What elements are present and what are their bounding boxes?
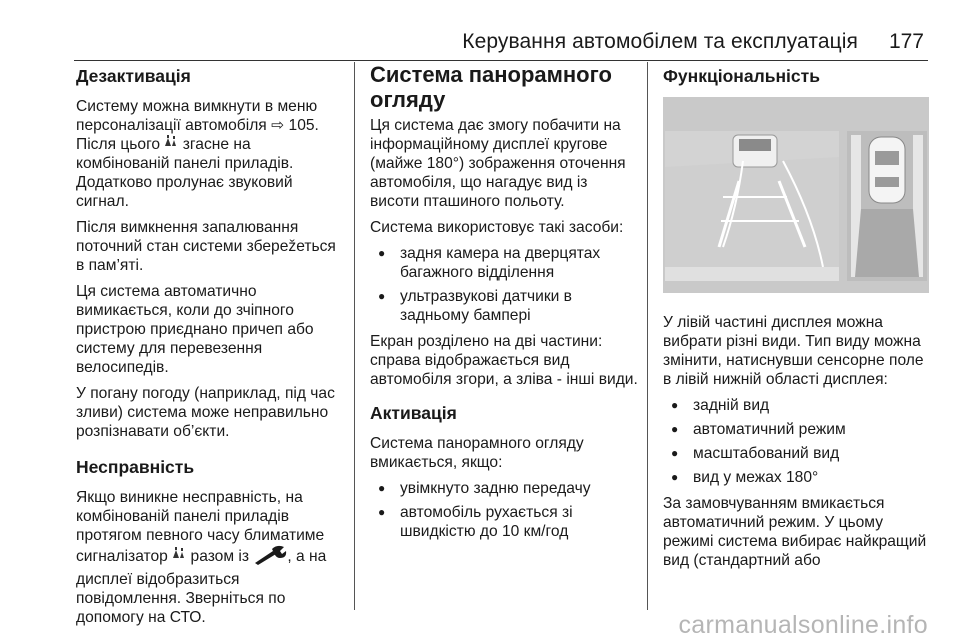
parking-sensor-icon [164, 135, 178, 154]
list-item: автоматичний режим [663, 420, 931, 439]
panoramic-view-illustration [663, 97, 929, 293]
column-3: Функціональність [663, 62, 931, 577]
header-title: Керування автомобілем та експлуатація [462, 30, 858, 53]
fault-heading: Несправність [76, 457, 195, 477]
paragraph-text: Якщо виникне несправність, на комбінован… [76, 489, 325, 565]
page-reference[interactable]: 105. [288, 117, 319, 134]
paragraph-text: Після цього [76, 136, 161, 153]
paragraph: Система панорамного огляду вмикається, я… [370, 435, 584, 471]
column-divider [647, 62, 648, 610]
list-item: вид у межах 180° [663, 468, 931, 487]
paragraph: Якщо виникне несправність, на комбінован… [76, 488, 348, 627]
watermark: carmanualsonline.info [678, 611, 928, 639]
paragraph: У лівій частині дисплея можна вибрати рі… [663, 314, 924, 388]
wrench-icon [253, 545, 287, 570]
paragraph: Екран розділено на дві частини: справа в… [370, 333, 638, 388]
bullet-list: задня камера на дверцятах багажного відд… [370, 244, 640, 325]
paragraph-text: разом із [190, 548, 250, 565]
parking-sensor-icon [172, 547, 186, 566]
functionality-heading: Функціональність [663, 66, 820, 86]
column-divider [354, 62, 355, 610]
bullet-list: увімкнуто задню передачу автомобіль руха… [370, 479, 640, 541]
paragraph-text: , а на дисплеї відобразиться повідомленн… [76, 548, 327, 626]
ref-arrow-icon: ⇨ [271, 117, 285, 134]
paragraph: Система використовує такі засоби: [370, 219, 624, 236]
paragraph: За замовчуванням вмикається автоматичний… [663, 495, 927, 569]
paragraph-text: згасне на комбінованій панелі приладів. … [76, 136, 294, 210]
list-item: автомобіль рухається зі швидкістю до 10 … [370, 503, 640, 541]
list-item: масштабований вид [663, 444, 931, 463]
paragraph: Систему можна вимкнути в меню персоналіз… [76, 97, 348, 211]
activation-heading: Активація [370, 403, 457, 423]
page-header: Керування автомобілем та експлуатація 17… [74, 30, 928, 61]
paragraph: У погану погоду (наприклад, під час злив… [76, 385, 335, 440]
page-number: 177 [888, 30, 924, 53]
column-2: Система панорамного огляду Ця система да… [370, 62, 640, 548]
section-title: Система панорамного огляду [370, 62, 612, 112]
paragraph: Ця система автоматично вимикається, коли… [76, 283, 314, 376]
list-item: задня камера на дверцятах багажного відд… [370, 244, 640, 282]
list-item: увімкнуто задню передачу [370, 479, 640, 498]
list-item: ультразвукові датчики в задньому бампері [370, 287, 640, 325]
deactivation-heading: Дезактивація [76, 66, 191, 86]
bullet-list: задній вид автоматичний режим масштабова… [663, 396, 931, 487]
paragraph-text: Систему можна вимкнути в меню персоналіз… [76, 98, 318, 134]
column-1: Дезактивація Систему можна вимкнути в ме… [76, 62, 348, 634]
paragraph: Після вимкнення запалювання поточний ста… [76, 219, 336, 274]
list-item: задній вид [663, 396, 931, 415]
paragraph: Ця система дає змогу побачити на інформа… [370, 117, 626, 210]
